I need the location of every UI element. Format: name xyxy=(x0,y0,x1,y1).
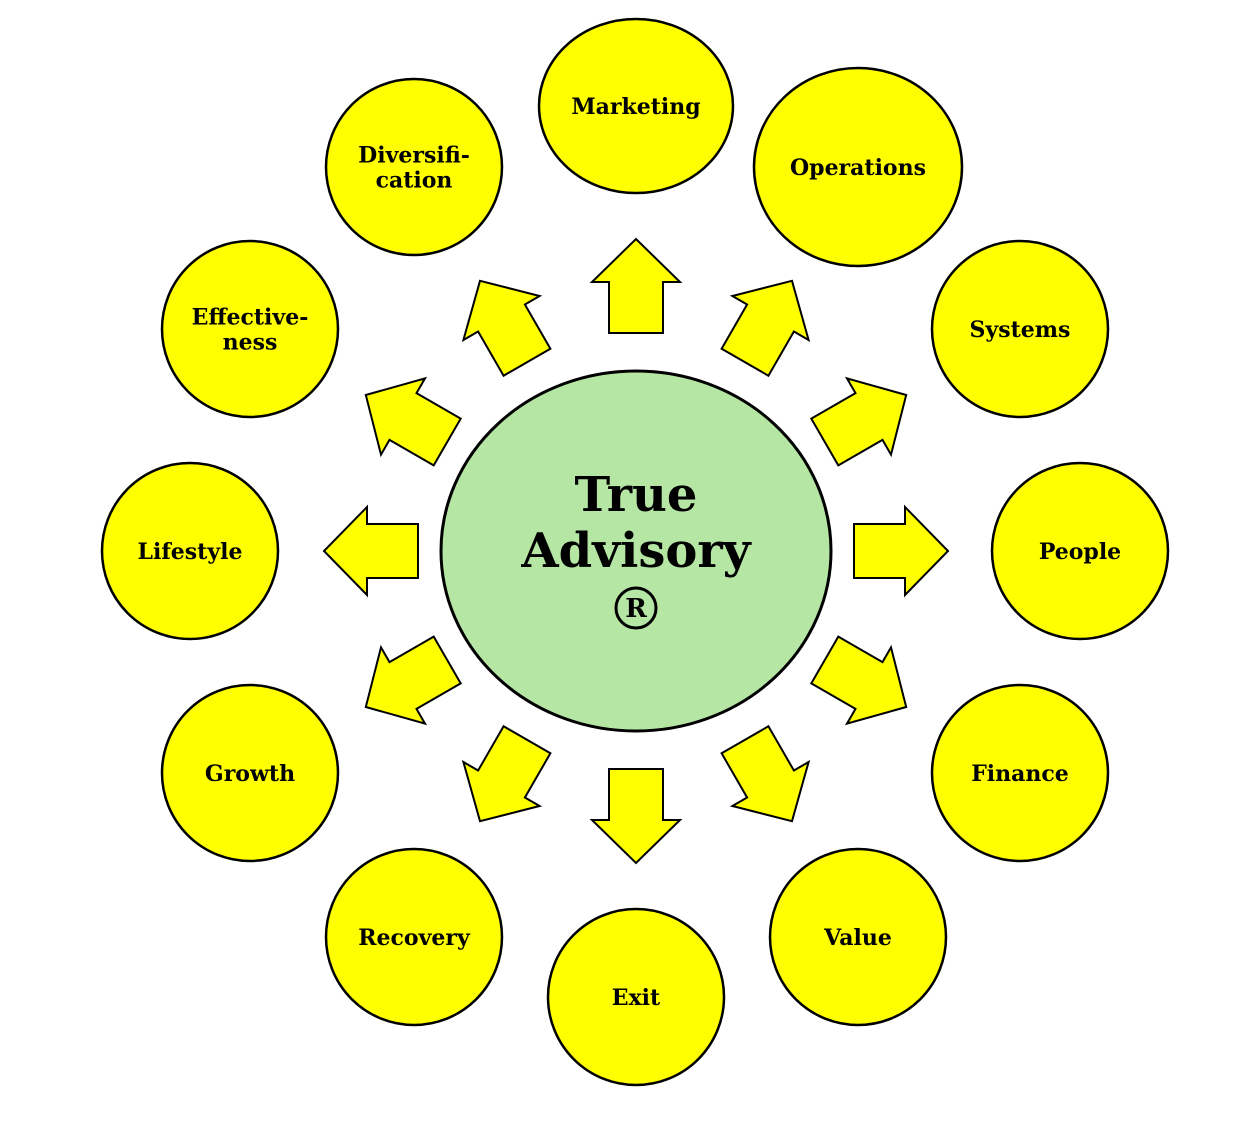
registered-mark-circle xyxy=(614,586,658,630)
node-circle-effectiveness xyxy=(160,239,340,419)
node-value: Value xyxy=(768,847,948,1027)
node-label-people: People xyxy=(1039,539,1121,565)
node-label-effectiveness-line-2: ness xyxy=(223,330,278,356)
arrow-to-effectiveness xyxy=(364,376,463,467)
node-growth: Growth xyxy=(160,683,340,863)
arrow-to-marketing xyxy=(589,237,683,334)
node-circle-people xyxy=(990,461,1170,641)
node-systems: Systems xyxy=(930,239,1110,419)
node-label-operations: Operations xyxy=(790,155,926,181)
node-marketing: Marketing xyxy=(537,17,735,195)
node-circle-finance xyxy=(930,683,1110,863)
arrow-to-exit xyxy=(589,768,683,865)
node-circle-diversification xyxy=(324,77,504,257)
arrow-to-recovery xyxy=(461,724,552,823)
arrow-to-people xyxy=(853,504,950,598)
node-label-lifestyle: Lifestyle xyxy=(138,539,243,565)
node-label-systems: Systems xyxy=(970,317,1071,343)
center-title-line-2: Advisory xyxy=(520,523,752,579)
node-circle-exit xyxy=(546,907,726,1087)
node-label-recovery: Recovery xyxy=(358,925,471,951)
node-label-diversification-line-1: Diversifi- xyxy=(358,143,470,169)
node-circle-operations xyxy=(752,66,964,268)
node-label-marketing: Marketing xyxy=(571,94,700,120)
node-circle-lifestyle xyxy=(100,461,280,641)
node-circle-systems xyxy=(930,239,1110,419)
arrow-to-operations xyxy=(720,279,811,378)
arrow-to-value xyxy=(720,724,811,823)
node-label-growth: Growth xyxy=(205,761,295,787)
node-effectiveness: Effective-ness xyxy=(160,239,340,419)
node-people: People xyxy=(990,461,1170,641)
node-recovery: Recovery xyxy=(324,847,504,1027)
registered-mark-letter: R xyxy=(625,594,647,624)
node-exit: Exit xyxy=(546,907,726,1087)
node-finance: Finance xyxy=(930,683,1110,863)
node-label-value: Value xyxy=(823,925,892,951)
node-label-exit: Exit xyxy=(612,985,661,1011)
arrow-to-growth xyxy=(364,635,463,726)
arrow-to-systems xyxy=(809,376,908,467)
node-label-effectiveness-line-1: Effective- xyxy=(192,305,309,331)
node-diversification: Diversifi-cation xyxy=(324,77,504,257)
node-circle-marketing xyxy=(537,17,735,195)
center-ellipse xyxy=(439,369,833,733)
center-node: True Advisory R xyxy=(439,369,833,733)
outer-node-group: MarketingOperationsSystemsPeopleFinanceV… xyxy=(100,17,1170,1087)
center-title-line-1: True xyxy=(575,467,698,523)
node-lifestyle: Lifestyle xyxy=(100,461,280,641)
node-circle-recovery xyxy=(324,847,504,1027)
node-label-finance: Finance xyxy=(971,761,1069,787)
node-label-diversification-line-2: cation xyxy=(376,168,453,194)
node-circle-growth xyxy=(160,683,340,863)
node-operations: Operations xyxy=(752,66,964,268)
arrow-to-lifestyle xyxy=(322,504,419,598)
arrow-to-finance xyxy=(809,635,908,726)
node-circle-value xyxy=(768,847,948,1027)
arrow-to-diversification xyxy=(461,279,552,378)
arrow-group xyxy=(322,237,950,865)
